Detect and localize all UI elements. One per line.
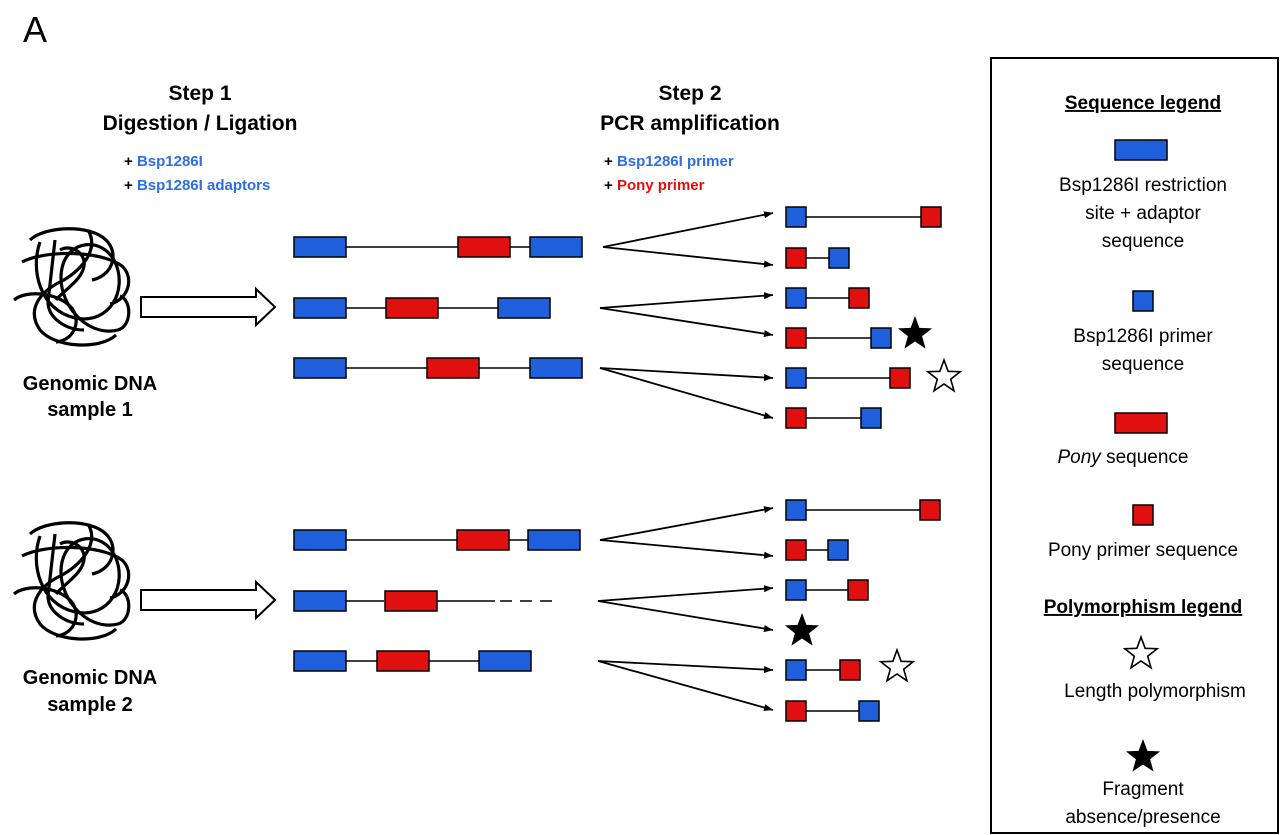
sample2-fragment-2 xyxy=(293,590,552,612)
sample2-fragment-1 xyxy=(293,529,581,551)
step1-reagent1: + Bsp1286I xyxy=(124,153,203,170)
step1-reagent2: + Bsp1286I adaptors xyxy=(124,177,270,194)
step1-reagent2-prefix: + xyxy=(124,177,137,194)
legend-adaptor-line2: site + adaptor xyxy=(1085,203,1201,224)
filled-star-icon xyxy=(897,316,933,349)
step2-subtitle: PCR amplification xyxy=(600,112,780,135)
hollow-arrow-icon xyxy=(140,579,277,621)
sample1-product-3 xyxy=(785,287,870,309)
legend-adaptor-line3: sequence xyxy=(1102,231,1184,252)
sample1-product-4 xyxy=(785,327,892,349)
legend-pony-primer-swatch xyxy=(1132,504,1154,526)
sample1-label-line2: sample 1 xyxy=(47,399,133,421)
legend-fragment-line2: absence/presence xyxy=(1065,807,1220,828)
tangled-dna-icon xyxy=(12,521,131,641)
sample1-product-5 xyxy=(785,367,911,389)
sample1-pcr-arrows xyxy=(599,211,774,419)
sample2-product-1 xyxy=(785,499,941,521)
legend-pony-primer: Pony primer sequence xyxy=(1048,540,1238,561)
panel-label: A xyxy=(23,9,47,50)
sample1-label-line1: Genomic DNA xyxy=(23,373,157,395)
open-star-icon xyxy=(925,357,963,393)
step2-title: Step 2 xyxy=(658,82,721,105)
step1-title: Step 1 xyxy=(168,82,231,105)
sample1-fragment-3 xyxy=(293,357,583,379)
step2-reagent2-prefix: + xyxy=(604,177,617,194)
step1-subtitle: Digestion / Ligation xyxy=(103,112,298,135)
sample2-label-line1: Genomic DNA xyxy=(23,667,157,689)
legend-pony-seq-swatch xyxy=(1114,412,1168,434)
legend-box xyxy=(990,57,1279,834)
legend-adaptor-line1: Bsp1286I restriction xyxy=(1059,175,1227,196)
step1-reagent2-label: Bsp1286I adaptors xyxy=(137,177,270,194)
sample1-fragment-1 xyxy=(293,236,583,258)
open-star-icon xyxy=(1122,634,1160,670)
sample2-product-2 xyxy=(785,539,849,561)
step1-reagent1-prefix: + xyxy=(124,153,137,170)
sample2-product-3 xyxy=(785,579,869,601)
polymorphism-legend-title: Polymorphism legend xyxy=(1044,597,1242,618)
step2-reagent1-label: Bsp1286I primer xyxy=(617,153,734,170)
legend-pony-seq-rest: sequence xyxy=(1101,447,1189,468)
legend-bsp-primer-swatch xyxy=(1132,290,1154,312)
sample2-product-5 xyxy=(785,700,880,722)
filled-star-icon xyxy=(784,613,820,646)
open-star-icon xyxy=(878,647,916,683)
hollow-arrow-icon xyxy=(140,286,277,328)
sequence-legend-title: Sequence legend xyxy=(1065,93,1221,114)
sample1-fragment-2 xyxy=(293,297,551,319)
sample2-pcr-arrows xyxy=(597,506,774,712)
sample1-product-6 xyxy=(785,407,882,429)
legend-pony-seq: Pony sequence xyxy=(1058,447,1189,468)
tangled-dna-icon xyxy=(12,227,131,347)
sample2-product-4 xyxy=(785,659,861,681)
legend-bsp-primer-line2: sequence xyxy=(1102,354,1184,375)
legend-pony-seq-italic: Pony xyxy=(1058,447,1103,468)
step2-reagent2-label: Pony primer xyxy=(617,177,705,194)
legend-adaptor-swatch xyxy=(1114,139,1168,161)
sample2-fragment-3 xyxy=(293,650,532,672)
legend-bsp-primer-line1: Bsp1286I primer xyxy=(1073,326,1213,347)
step2-reagent2: + Pony primer xyxy=(604,177,705,194)
sample1-product-2 xyxy=(785,247,850,269)
legend-length-polymorphism: Length polymorphism xyxy=(1064,681,1246,702)
filled-star-icon xyxy=(1125,739,1161,772)
step2-reagent1: + Bsp1286I primer xyxy=(604,153,734,170)
step1-reagent1-label: Bsp1286I xyxy=(137,153,203,170)
sample2-label-line2: sample 2 xyxy=(47,694,133,716)
sample1-product-1 xyxy=(785,206,942,228)
step2-reagent1-prefix: + xyxy=(604,153,617,170)
legend-fragment-line1: Fragment xyxy=(1102,779,1184,800)
